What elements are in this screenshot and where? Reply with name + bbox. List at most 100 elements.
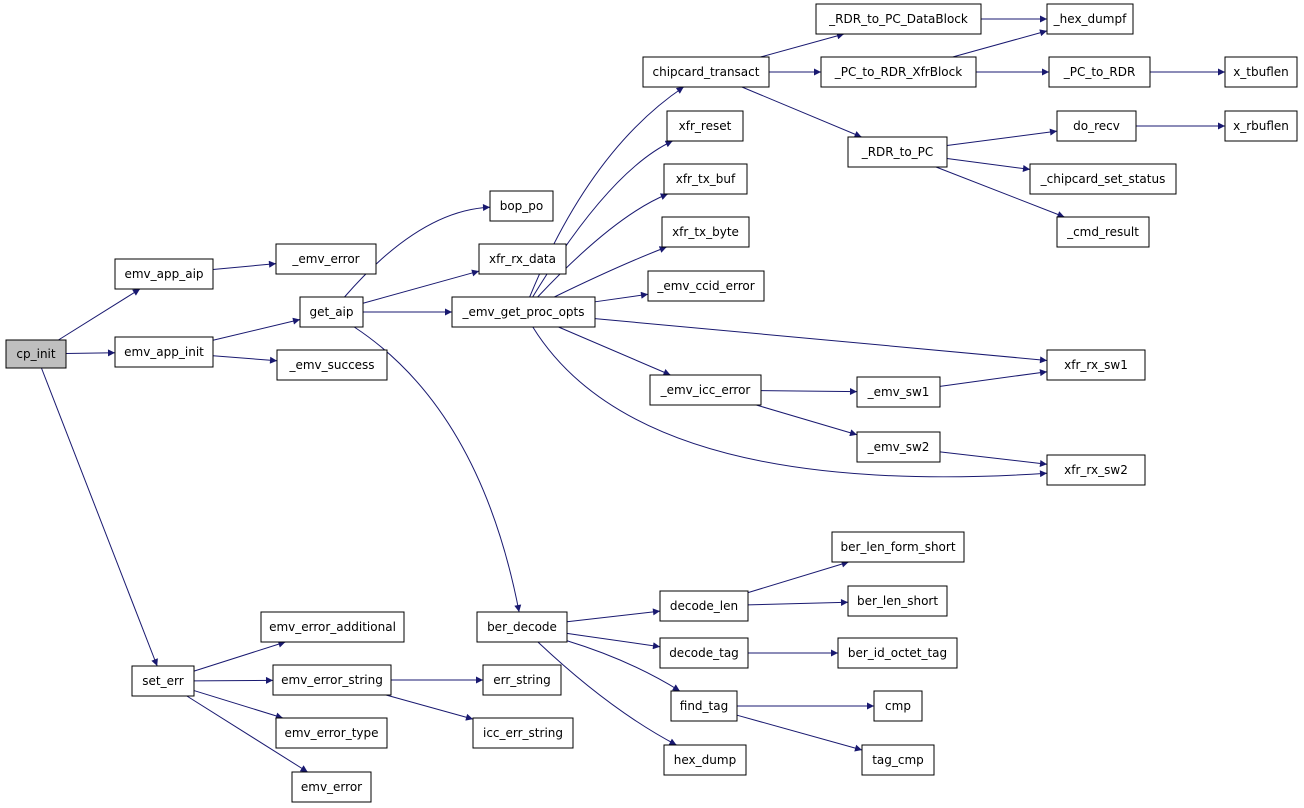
node-xfr_rx_sw2[interactable]: xfr_rx_sw2: [1046, 454, 1146, 486]
node-decode_tag[interactable]: decode_tag: [659, 637, 749, 669]
node-chipcard_transact[interactable]: chipcard_transact: [642, 56, 770, 88]
node-box[interactable]: [666, 110, 744, 142]
node-cmp[interactable]: cmp: [873, 690, 923, 722]
node-_chipcard_set_status[interactable]: _chipcard_set_status: [1029, 163, 1177, 195]
node-box[interactable]: [1046, 454, 1146, 486]
node-emv_app_aip[interactable]: emv_app_aip: [114, 258, 214, 290]
edge-set_err-to-emv_error_additional: [193, 640, 286, 672]
node-box[interactable]: [659, 590, 749, 622]
node-_PC_to_RDR_XfrBlock[interactable]: _PC_to_RDR_XfrBlock: [820, 56, 977, 88]
node-_emv_sw2[interactable]: _emv_sw2: [856, 431, 941, 463]
node-box[interactable]: [1056, 216, 1150, 248]
node-_emv_error[interactable]: _emv_error: [275, 243, 377, 275]
node-box[interactable]: [476, 611, 568, 643]
node-box[interactable]: [856, 376, 941, 408]
node-box[interactable]: [489, 190, 554, 222]
node-box[interactable]: [114, 258, 214, 290]
node-box[interactable]: [1056, 110, 1137, 142]
node-box[interactable]: [275, 243, 377, 275]
node-box[interactable]: [647, 270, 765, 302]
node-box[interactable]: [820, 56, 977, 88]
node-box[interactable]: [260, 611, 405, 643]
node-set_err[interactable]: set_err: [131, 665, 195, 697]
node-box[interactable]: [451, 296, 596, 328]
node-label: ber_len_short: [857, 594, 938, 608]
node-box[interactable]: [1046, 349, 1146, 381]
node-_emv_success[interactable]: _emv_success: [276, 349, 388, 381]
node-err_string[interactable]: err_string: [482, 664, 562, 696]
node-xfr_rx_data[interactable]: xfr_rx_data: [478, 243, 567, 275]
node-ber_len_form_short[interactable]: ber_len_form_short: [831, 531, 965, 563]
node-_emv_ccid_error[interactable]: _emv_ccid_error: [647, 270, 765, 302]
node-box[interactable]: [856, 431, 941, 463]
node-_PC_to_RDR[interactable]: _PC_to_RDR: [1048, 56, 1151, 88]
node-emv_error_string[interactable]: emv_error_string: [272, 664, 392, 696]
node-label: _RDR_to_PC: [861, 145, 934, 159]
node-_emv_sw1[interactable]: _emv_sw1: [856, 376, 941, 408]
node-x_rbuflen[interactable]: x_rbuflen: [1224, 110, 1298, 142]
node-box[interactable]: [649, 374, 762, 406]
node-tag_cmp[interactable]: tag_cmp: [861, 744, 935, 776]
node-box[interactable]: [131, 665, 195, 697]
node-get_aip[interactable]: get_aip: [299, 296, 364, 328]
node-hex_dump[interactable]: hex_dump: [663, 744, 747, 776]
node-box[interactable]: [642, 56, 770, 88]
node-emv_error_additional[interactable]: emv_error_additional: [260, 611, 405, 643]
node-icc_err_string[interactable]: icc_err_string: [472, 717, 574, 749]
node-cp_init[interactable]: cp_init: [5, 339, 67, 369]
node-emv_app_init[interactable]: emv_app_init: [114, 336, 214, 368]
node-label: ber_decode: [487, 620, 557, 634]
node-box[interactable]: [1046, 3, 1134, 35]
node-box[interactable]: [861, 744, 935, 776]
node-xfr_tx_byte[interactable]: xfr_tx_byte: [661, 216, 750, 248]
node-_RDR_to_PC_DataBlock[interactable]: _RDR_to_PC_DataBlock: [815, 3, 982, 35]
node-box[interactable]: [478, 243, 567, 275]
node-box[interactable]: [276, 349, 388, 381]
node-box[interactable]: [837, 637, 958, 669]
node-box[interactable]: [1048, 56, 1151, 88]
node-box[interactable]: [482, 664, 562, 696]
node-box[interactable]: [659, 637, 749, 669]
node-_emv_get_proc_opts[interactable]: _emv_get_proc_opts: [451, 296, 596, 328]
node-emv_error_type[interactable]: emv_error_type: [275, 717, 388, 749]
node-box[interactable]: [275, 717, 388, 749]
node-box[interactable]: [299, 296, 364, 328]
node-box[interactable]: [661, 216, 750, 248]
node-box[interactable]: [114, 336, 214, 368]
node-_hex_dumpf[interactable]: _hex_dumpf: [1046, 3, 1134, 35]
node-box[interactable]: [1224, 110, 1298, 142]
node-do_recv[interactable]: do_recv: [1056, 110, 1137, 142]
node-_emv_icc_error[interactable]: _emv_icc_error: [649, 374, 762, 406]
node-box[interactable]: [663, 163, 748, 195]
node-box[interactable]: [831, 531, 965, 563]
node-box[interactable]: [472, 717, 574, 749]
node-_RDR_to_PC[interactable]: _RDR_to_PC: [847, 136, 948, 168]
node-ber_id_octet_tag[interactable]: ber_id_octet_tag: [837, 637, 958, 669]
node-box[interactable]: [873, 690, 923, 722]
node-bop_po[interactable]: bop_po: [489, 190, 554, 222]
node-ber_len_short[interactable]: ber_len_short: [847, 585, 948, 617]
node-xfr_rx_sw1[interactable]: xfr_rx_sw1: [1046, 349, 1146, 381]
node-box[interactable]: [663, 744, 747, 776]
node-label: emv_error_type: [284, 726, 378, 740]
edge-_emv_get_proc_opts-to-xfr_tx_buf: [537, 193, 668, 298]
node-decode_len[interactable]: decode_len: [659, 590, 749, 622]
node-_cmd_result[interactable]: _cmd_result: [1056, 216, 1150, 248]
node-box[interactable]: [1224, 56, 1298, 88]
node-label: emv_app_aip: [124, 267, 203, 281]
node-emv_error[interactable]: emv_error: [291, 771, 372, 803]
node-label: icc_err_string: [483, 726, 563, 740]
node-ber_decode[interactable]: ber_decode: [476, 611, 568, 643]
node-box[interactable]: [5, 339, 67, 369]
node-box[interactable]: [1029, 163, 1177, 195]
node-box[interactable]: [272, 664, 392, 696]
node-box[interactable]: [670, 690, 738, 722]
node-box[interactable]: [847, 136, 948, 168]
node-x_tbuflen[interactable]: x_tbuflen: [1224, 56, 1298, 88]
node-box[interactable]: [847, 585, 948, 617]
node-find_tag[interactable]: find_tag: [670, 690, 738, 722]
node-box[interactable]: [815, 3, 982, 35]
node-xfr_tx_buf[interactable]: xfr_tx_buf: [663, 163, 748, 195]
node-xfr_reset[interactable]: xfr_reset: [666, 110, 744, 142]
node-box[interactable]: [291, 771, 372, 803]
